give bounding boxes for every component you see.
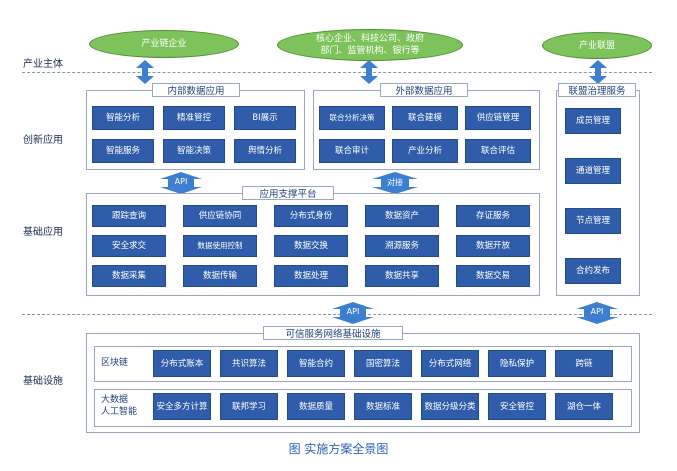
row-label-infrastructure: 基础设施: [23, 376, 63, 387]
blockchain-item-5: 分布式网络: [421, 350, 479, 377]
support-item-4: 数据资产: [365, 205, 439, 227]
api-arrow-lower-label: API: [346, 307, 360, 316]
blockchain-item-1: 分布式账本: [153, 350, 211, 377]
governance-item-2: 通道管理: [565, 158, 621, 184]
internal-item-1: 智能分析: [92, 106, 154, 130]
double-arrow-middle-icon: [360, 60, 378, 84]
blockchain-item-2: 共识算法: [220, 350, 278, 377]
external-data-title: 外部数据应用: [380, 83, 468, 97]
internal-data-title: 内部数据应用: [152, 83, 240, 97]
trusted-network-title: 可信服务网络基础设施: [263, 326, 403, 340]
figure-caption: 图 实施方案全景图: [288, 442, 389, 456]
api-arrow-right-icon: [576, 302, 618, 324]
support-item-13: 数据处理: [274, 265, 348, 287]
api-arrow-upper-icon: [160, 172, 202, 194]
separator-top: [22, 72, 652, 73]
external-item-4: 联合审计: [319, 139, 385, 163]
internal-item-2: 精准管控: [163, 106, 225, 130]
external-item-1: 联合分析决策: [319, 106, 385, 130]
governance-title: 联盟治理服务: [558, 83, 636, 97]
external-item-5: 产业分析: [392, 139, 458, 163]
row-label-basic-app: 基础应用: [23, 227, 63, 238]
double-arrow-left-icon: [136, 60, 154, 84]
entity-supply-chain-enterprises: 产业链企业: [89, 30, 239, 58]
bigdata-item-7: 湖仓一体: [555, 393, 613, 420]
blockchain-item-7: 跨链: [555, 350, 613, 377]
double-arrow-right-icon: [589, 60, 607, 84]
governance-item-1: 成员管理: [565, 108, 621, 134]
bigdata-item-6: 安全管控: [488, 393, 546, 420]
support-item-9: 溯源服务: [365, 235, 439, 257]
docking-arrow-icon: [372, 172, 418, 194]
api-arrow-lower-icon: [332, 302, 374, 324]
row-label-industry: 产业主体: [23, 59, 63, 70]
support-item-2: 供应链协同: [183, 205, 257, 227]
governance-item-4: 合约发布: [565, 258, 621, 284]
separator-bottom: [22, 314, 652, 315]
support-item-6: 安全求交: [92, 235, 166, 257]
support-item-1: 跟踪查询: [92, 205, 166, 227]
internal-item-5: 智能决策: [163, 139, 225, 163]
entity-middle-line2: 部门、监管机构、银行等: [320, 46, 420, 56]
api-arrow-right-label: API: [590, 307, 604, 316]
internal-item-6: 舆情分析: [234, 139, 296, 163]
support-item-12: 数据传输: [183, 265, 257, 287]
blockchain-item-6: 隐私保护: [488, 350, 546, 377]
bigdata-item-2: 联邦学习: [220, 393, 278, 420]
internal-item-3: BI展示: [234, 106, 296, 130]
ai-label: 人工智能: [101, 407, 138, 417]
api-arrow-upper-label: API: [174, 177, 188, 186]
bigdata-item-4: 数据标准: [354, 393, 412, 420]
bigdata-item-5: 数据分级分类: [421, 393, 479, 420]
support-item-11: 数据采集: [92, 265, 166, 287]
entity-middle-line1: 核心企业、科技公司、政府: [315, 34, 424, 44]
support-item-7: 数据使用控制: [183, 235, 257, 257]
bigdata-item-1: 安全多方计算: [153, 393, 211, 420]
blockchain-item-4: 国密算法: [354, 350, 412, 377]
external-item-2: 联合建模: [392, 106, 458, 130]
blockchain-item-3: 智能合约: [287, 350, 345, 377]
support-item-8: 数据交换: [274, 235, 348, 257]
internal-item-4: 智能服务: [92, 139, 154, 163]
support-item-14: 数据共享: [365, 265, 439, 287]
support-item-3: 分布式身份: [274, 205, 348, 227]
external-item-3: 供应链管理: [465, 106, 531, 130]
support-item-10: 数据开放: [456, 235, 530, 257]
entity-right-label: 产业联盟: [578, 40, 615, 51]
support-item-15: 数据交易: [456, 265, 530, 287]
bigdata-item-3: 数据质量: [287, 393, 345, 420]
entity-core-participants: 核心企业、科技公司、政府 部门、监管机构、银行等: [277, 29, 463, 61]
docking-arrow-label: 对接: [387, 178, 403, 187]
support-platform-title: 应用支撑平台: [242, 186, 334, 200]
blockchain-label: 区块链: [101, 358, 129, 368]
entity-left-label: 产业链企业: [141, 39, 187, 49]
bigdata-label: 大数据: [101, 395, 129, 405]
row-label-innovation: 创新应用: [23, 135, 63, 146]
support-item-5: 存证服务: [456, 205, 530, 227]
governance-item-3: 节点管理: [565, 208, 621, 234]
entity-industry-alliance: 产业联盟: [542, 32, 652, 59]
external-item-6: 联合评估: [465, 139, 531, 163]
